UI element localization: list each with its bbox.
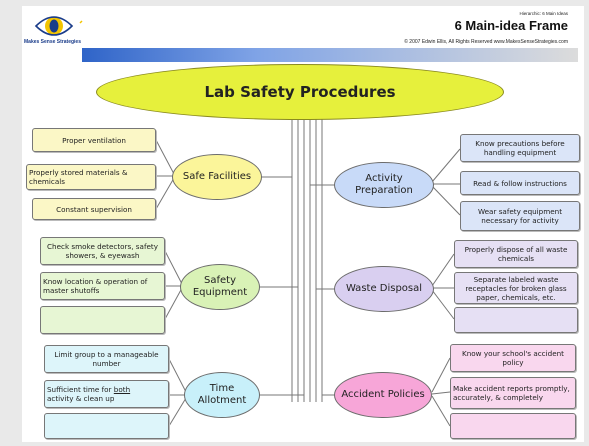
time-detail-emphasis: both: [113, 385, 131, 394]
brand-name: Makes Sense Strategies: [24, 39, 81, 45]
waste-disposal-detail-1: Properly dispose of all waste chemicals: [454, 240, 578, 268]
waste-disposal-detail-3: [454, 307, 578, 333]
time-detail-rest: activity & clean up: [47, 394, 115, 403]
waste-disposal-detail-2: Separate labeled waste receptacles for b…: [454, 272, 578, 304]
accident-policies-detail-1: Know your school's accident policy: [450, 344, 576, 372]
activity-preparation-detail-2: Read & follow instructions: [460, 171, 580, 195]
safety-equipment-detail-1: Check smoke detectors, safety showers, &…: [40, 237, 165, 265]
time-detail-prefix: Sufficient time for: [47, 385, 114, 394]
safety-equipment-detail-3: [40, 306, 165, 334]
accident-policies-oval: Accident Policies: [334, 372, 432, 418]
series-note: Hierarchic: 6 Main Ideas: [519, 11, 568, 16]
safe-facilities-detail-3: Constant supervision: [32, 198, 156, 220]
header-band: [82, 48, 578, 62]
time-allotment-detail-3: [44, 413, 169, 439]
time-allotment-oval: Time Allotment: [184, 372, 260, 418]
accident-policies-detail-2: Make accident reports promptly, accurate…: [450, 377, 576, 409]
activity-preparation-detail-3: Wear safety equipment necessary for acti…: [460, 201, 580, 231]
copyright-line: © 2007 Edwin Ellis, All Rights Reserved …: [404, 39, 568, 45]
frame-page: Makes Sense Strategies Hierarchic: 6 Mai…: [22, 6, 584, 442]
brand-logo: [32, 10, 92, 42]
safe-facilities-oval: Safe Facilities: [172, 154, 262, 200]
activity-preparation-detail-1: Know precautions before handling equipme…: [460, 134, 580, 162]
main-topic-oval: Lab Safety Procedures: [96, 64, 504, 120]
activity-preparation-oval: Activity Preparation: [334, 162, 434, 208]
safety-equipment-detail-2: Know location & operation of master shut…: [40, 272, 165, 300]
waste-disposal-oval: Waste Disposal: [334, 266, 434, 312]
accident-policies-detail-3: [450, 413, 576, 439]
time-allotment-detail-1: Limit group to a manageable number: [44, 345, 169, 373]
safe-facilities-detail-1: Proper ventilation: [32, 128, 156, 152]
page-title: 6 Main-idea Frame: [454, 18, 568, 33]
connector-lines: [155, 119, 461, 427]
safe-facilities-detail-2: Properly stored materials & chemicals: [26, 164, 156, 190]
safety-equipment-oval: Safety Equipment: [180, 264, 260, 310]
